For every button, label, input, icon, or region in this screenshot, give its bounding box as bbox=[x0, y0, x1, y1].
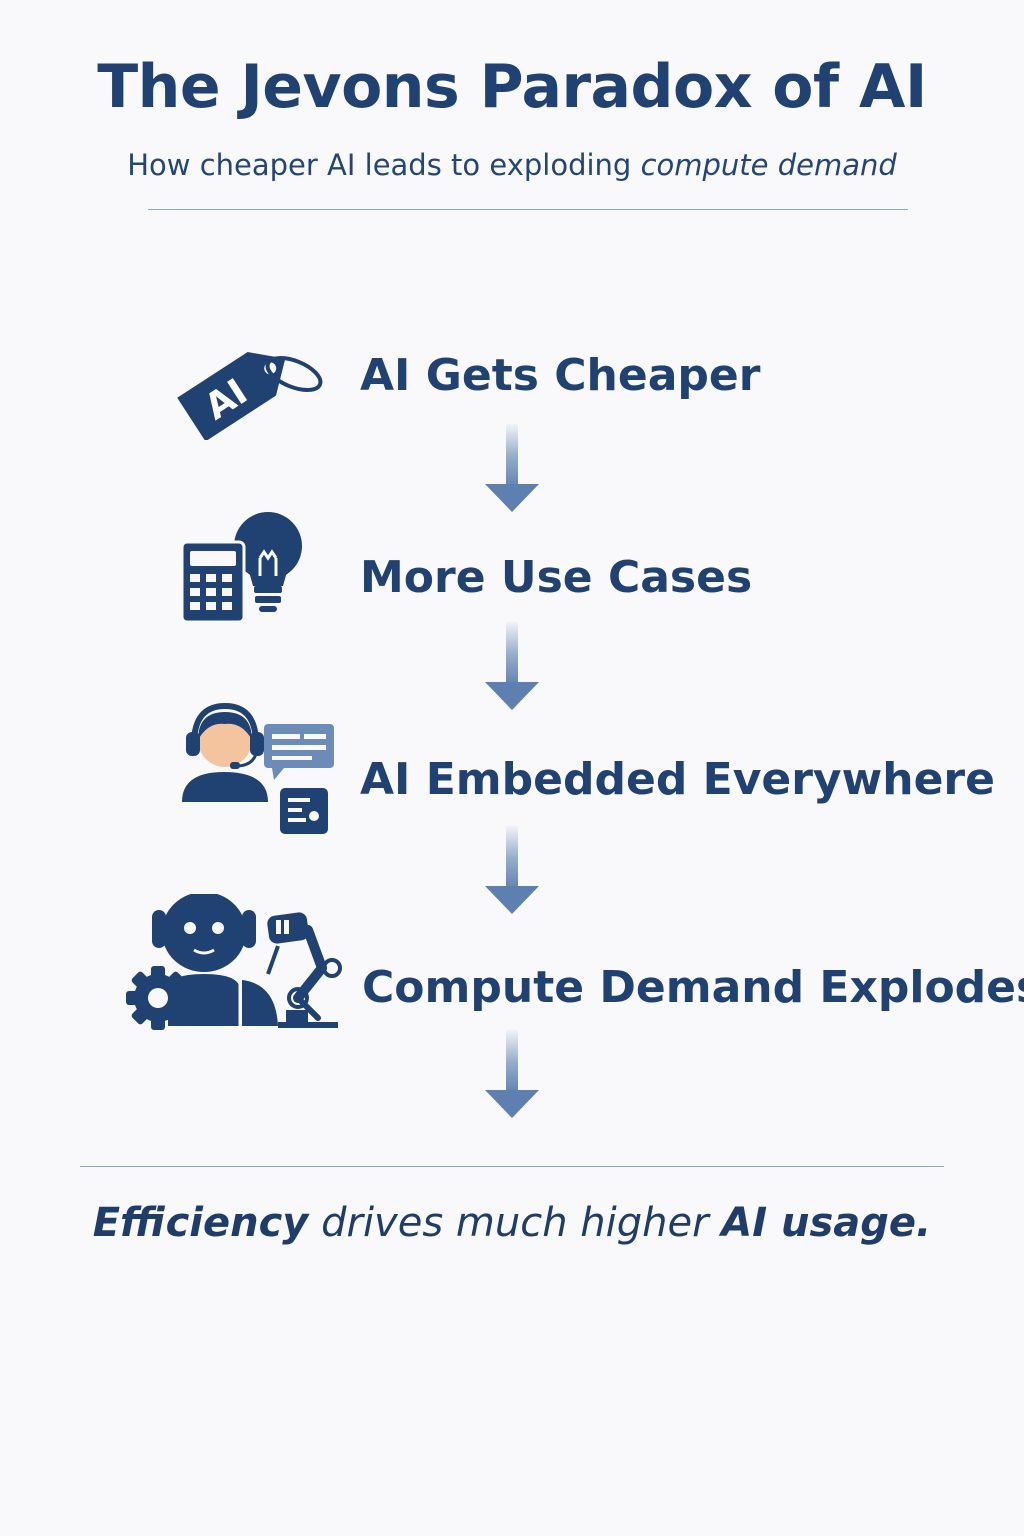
conclusion-text: Efficiency drives much higher AI usage. bbox=[0, 1200, 1024, 1246]
step-label-ai-embedded-everywhere: AI Embedded Everywhere bbox=[360, 754, 995, 805]
footer-efficiency: Efficiency bbox=[92, 1200, 309, 1246]
flow-arrow-down-2 bbox=[485, 622, 539, 710]
step-label-compute-demand-explodes: Compute Demand Explodes bbox=[362, 962, 1024, 1013]
calculator-lightbulb-icon bbox=[180, 512, 302, 623]
page-title: The Jevons Paradox of AI bbox=[97, 52, 927, 122]
footer-middle: drives much higher bbox=[308, 1200, 722, 1246]
flow-arrow-down-1 bbox=[485, 424, 539, 512]
flow-arrow-down-3 bbox=[485, 826, 539, 914]
step-label-more-use-cases: More Use Cases bbox=[360, 552, 753, 603]
robot-gear-arm-icon bbox=[126, 894, 342, 1030]
bottom-divider bbox=[80, 1166, 944, 1167]
flow-arrow-down-4 bbox=[485, 1030, 539, 1118]
step-label-ai-gets-cheaper: AI Gets Cheaper bbox=[360, 350, 761, 401]
ai-price-tag-icon: AI bbox=[177, 352, 323, 440]
support-agent-chat-icon bbox=[182, 702, 334, 834]
top-divider bbox=[148, 209, 908, 210]
footer-ai-usage: AI usage. bbox=[721, 1200, 932, 1246]
page-subtitle: How cheaper AI leads to exploding comput… bbox=[0, 148, 1024, 182]
subtitle-end: compute demand bbox=[640, 148, 897, 182]
subtitle-start: How cheaper AI leads to exploding bbox=[127, 148, 632, 182]
